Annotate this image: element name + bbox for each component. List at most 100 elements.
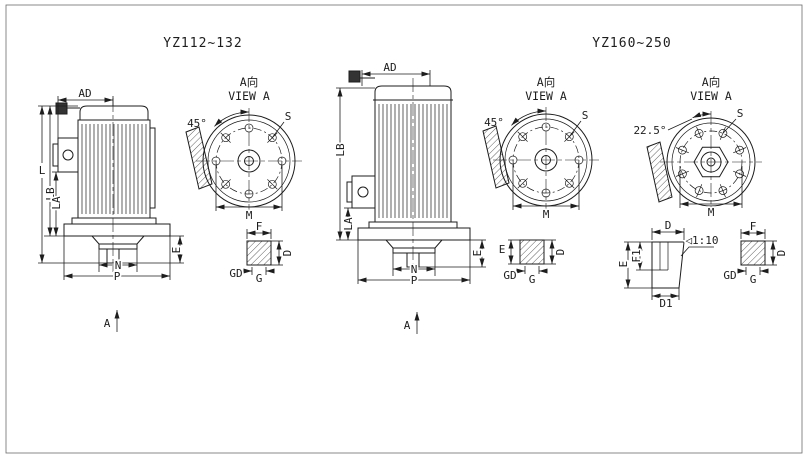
flange1-rabbet-circle bbox=[207, 119, 291, 203]
dim-e-2: E bbox=[471, 250, 484, 257]
flange3-rabbet-circle bbox=[671, 122, 751, 202]
dim-la-1: LA bbox=[50, 196, 63, 210]
dim-lb-2: LB bbox=[334, 143, 347, 157]
view-a-en-3: VIEW A bbox=[690, 89, 732, 103]
key-section-detail-1: F D GD G bbox=[228, 218, 296, 287]
motor1-bearing-plate bbox=[71, 217, 157, 225]
motor-side-view-1 bbox=[52, 98, 171, 272]
motor2-flange-bell bbox=[385, 239, 443, 249]
dim-p-2: P bbox=[411, 274, 418, 287]
motor1-cooling-fins bbox=[81, 124, 147, 214]
dim-f-1: F bbox=[256, 220, 263, 233]
s-leader-3 bbox=[722, 118, 737, 134]
motor2-flange-spigot bbox=[392, 247, 436, 254]
dim-d-2: D bbox=[554, 249, 567, 256]
dim-angle45-1: 45° bbox=[187, 117, 207, 130]
motor2-terminal-box-cover bbox=[346, 181, 353, 203]
motor1-terminal-box-gland bbox=[62, 149, 74, 161]
motor2-top-cap bbox=[374, 85, 452, 100]
flange-view-a-3: A向 VIEW A 22.5° S M bbox=[632, 74, 762, 221]
dim-d-taper: D bbox=[665, 219, 672, 232]
taper-leader bbox=[680, 246, 714, 257]
flange3-hub-hex bbox=[693, 146, 729, 178]
sheet-border bbox=[5, 4, 803, 454]
motor1-top-cap bbox=[79, 105, 149, 120]
s-leader-1 bbox=[271, 121, 285, 139]
motor2-mounting-base bbox=[357, 227, 471, 241]
dim-la-2: LA bbox=[342, 217, 355, 231]
dim-g-3: G bbox=[750, 273, 757, 286]
flange1-shaft-hole bbox=[244, 156, 254, 166]
motor2-terminal-box-gland bbox=[357, 186, 369, 198]
dim-f1-taper: F1 bbox=[630, 249, 643, 262]
dim-d-3: D bbox=[775, 250, 788, 257]
view-a-en-2: VIEW A bbox=[525, 89, 567, 103]
dim-n-2: N bbox=[411, 263, 418, 276]
dim-angle45-2: 45° bbox=[484, 116, 504, 129]
dim-m-3: M bbox=[708, 206, 715, 219]
flange1-bolt-circle bbox=[215, 127, 283, 195]
key-section-detail-3: F D GD G bbox=[722, 218, 790, 288]
dim-s-2: S bbox=[582, 109, 589, 122]
flange2-shaft-hole bbox=[541, 155, 551, 165]
dim-e-1: E bbox=[170, 247, 183, 254]
shaft-key-wedge-1 bbox=[185, 126, 213, 190]
dim-f-3: F bbox=[750, 220, 757, 233]
shaft-key-wedge-3 bbox=[646, 141, 673, 203]
view-direction-label-2: A bbox=[404, 319, 411, 332]
motor1-terminal-box bbox=[57, 137, 79, 173]
dim-lb-1: LB bbox=[44, 187, 57, 201]
motor1-mounting-base bbox=[63, 223, 171, 237]
flange2-rabbet-circle bbox=[504, 118, 588, 202]
motor2-lifting-eyebolt bbox=[348, 70, 361, 83]
view-a-zh-2: A向 bbox=[537, 75, 555, 89]
flange3-hub-circle bbox=[700, 151, 722, 173]
key-section-detail-2: E D GD G bbox=[497, 239, 569, 288]
motor1-terminal-box-cover bbox=[52, 143, 59, 167]
flange2-hub-circle bbox=[534, 148, 558, 172]
motor1-flange-bell bbox=[91, 235, 145, 245]
flange3-bolt-circle bbox=[679, 130, 743, 194]
dim-gd-3: GD bbox=[723, 269, 736, 282]
key3-section bbox=[740, 240, 766, 266]
shaft-key-wedge-2 bbox=[482, 125, 510, 189]
dim-ad-2: AD bbox=[383, 61, 396, 74]
view-a-en-1: VIEW A bbox=[228, 89, 270, 103]
dim-e-taper: E bbox=[617, 261, 630, 268]
dim-p-1: P bbox=[114, 270, 121, 283]
motor1-dimensions: AD L LB LA E N P A bbox=[37, 85, 185, 332]
view-a-zh-1: A向 bbox=[240, 75, 258, 89]
dim-e-detail-2: E bbox=[499, 243, 506, 256]
flange1-hub-circle bbox=[237, 149, 261, 173]
dim-m-1: M bbox=[246, 209, 253, 222]
dim-g-2: G bbox=[529, 273, 536, 286]
dim-ad-1: AD bbox=[78, 87, 91, 100]
motor1-flange-spigot bbox=[98, 243, 138, 250]
dim-s-1: S bbox=[285, 110, 292, 123]
key2-section bbox=[519, 239, 545, 265]
flange2-bolt-circle bbox=[512, 126, 580, 194]
model-title-left: YZ112~132 bbox=[163, 36, 242, 51]
flange2-angle-arc bbox=[511, 108, 547, 126]
motor2-dimensions: AD LB LA E N P A bbox=[332, 59, 486, 334]
dim-n-1: N bbox=[115, 259, 122, 272]
dim-gd-1: GD bbox=[229, 267, 242, 280]
taper-shaft-detail: D ◁1:10 E F1 D1 bbox=[615, 217, 720, 312]
dim-l-1: L bbox=[39, 164, 46, 177]
dim-angle225: 22.5° bbox=[633, 124, 666, 137]
dim-taper: ◁1:10 bbox=[685, 234, 718, 247]
dim-s-3: S bbox=[737, 107, 744, 120]
motor1-side-rib bbox=[149, 127, 156, 209]
taper-shaft-keyway bbox=[659, 242, 669, 271]
flange-view-a-1: A向 VIEW A 45° S M bbox=[185, 74, 302, 224]
dim-m-2: M bbox=[543, 208, 550, 221]
flange3-bolt-holes bbox=[675, 126, 747, 198]
s-leader-2 bbox=[568, 120, 582, 137]
flange-view-a-2: A向 VIEW A 45° S M bbox=[482, 74, 599, 223]
motor2-cooling-fins bbox=[378, 104, 448, 218]
flange3-shaft-hole bbox=[706, 157, 716, 167]
motor2-terminal-box bbox=[351, 175, 376, 209]
angle225-leader bbox=[667, 118, 693, 131]
